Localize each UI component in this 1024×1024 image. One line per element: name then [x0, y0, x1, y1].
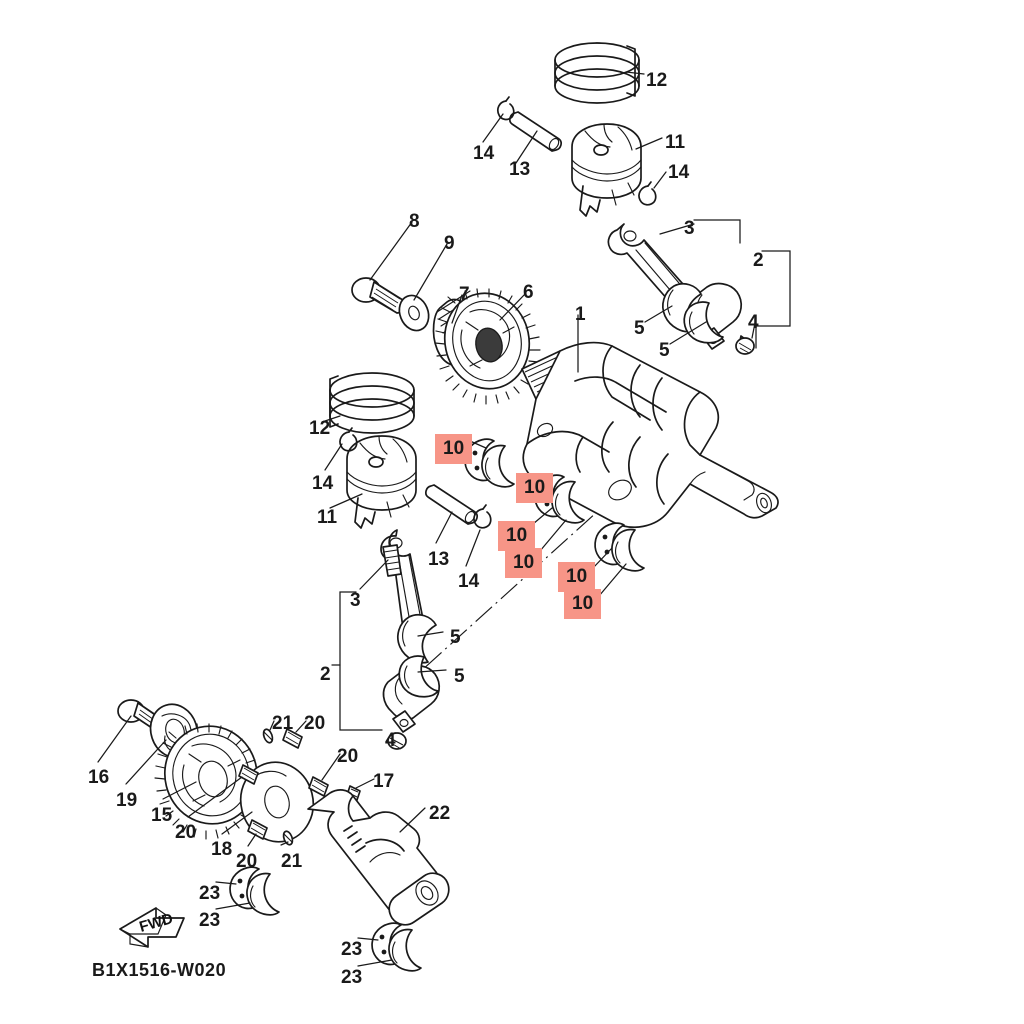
leader-lines: [97, 71, 791, 967]
connecting-rod-lower: [380, 529, 426, 639]
callout-big-end-bearing-lower-a: 5: [450, 627, 461, 648]
callout-crankshaft-journal-bearing-2: 10: [516, 473, 554, 503]
crankshaft-drive-gear: [434, 288, 541, 405]
callout-crankshaft-journal-bearing-3: 10: [498, 521, 536, 551]
balancer-shaft: [307, 789, 450, 926]
callout-crankshaft-journal-bearing-1: 10: [435, 434, 473, 464]
callout-circlip-lower-right: 14: [458, 571, 480, 592]
callout-spring-plate-a: 21: [281, 851, 303, 872]
callout-balancer-bearing-b: 23: [199, 910, 221, 931]
piston-upper: [571, 123, 642, 217]
callout-circlip-upper-left: 14: [473, 143, 495, 164]
callout-bolt-gear: 8: [409, 211, 420, 232]
callout-circlip-lower-left: 14: [312, 473, 334, 494]
spring-plate-a: [282, 830, 294, 846]
callout-woodruff-key: 17: [373, 771, 395, 792]
callout-balancer-bearing-d: 23: [341, 967, 363, 988]
callout-dowel-pin-b: 20: [236, 851, 258, 872]
dowel-pin-a: [238, 764, 259, 785]
big-end-bearing-lower-b: [398, 655, 439, 698]
callout-connecting-rod-upper: 3: [684, 218, 695, 239]
callout-piston-pin-upper: 13: [509, 159, 531, 180]
callout-crankshaft-journal-bearing-6: 10: [564, 589, 602, 619]
crankshaft-journal-bearing-3: [594, 522, 645, 572]
balancer-bearing-b: [246, 872, 280, 916]
callout-dowel-pin-c: 20: [304, 713, 326, 734]
callout-piston-lower: 11: [317, 507, 338, 528]
piston-pin-upper: [509, 111, 562, 152]
callout-big-end-bearing-lower-b: 5: [454, 666, 465, 687]
callout-crankshaft: 1: [575, 304, 586, 325]
callout-balancer-shaft: 22: [429, 803, 451, 824]
spring-plate-b: [262, 728, 274, 744]
callout-circlip-upper-right: 14: [668, 162, 690, 183]
callout-crankshaft-drive-gear: 6: [523, 282, 534, 303]
callout-balancer-weight-plate: 18: [211, 839, 233, 860]
callout-big-end-bearing-upper-b: 5: [659, 340, 670, 361]
callout-bolt-balancer: 16: [88, 767, 110, 788]
callout-connecting-rod-assembly-upper: 2: [753, 250, 764, 271]
callout-washer-balancer: 19: [116, 790, 138, 811]
dowel-pin-b: [247, 819, 268, 840]
dowel-pin-d: [308, 776, 329, 797]
callout-piston-ring-set-lower: 12: [309, 418, 331, 439]
callout-rod-bolt-lower: 4: [385, 730, 396, 751]
callout-piston-ring-set-upper: 12: [646, 70, 668, 91]
callout-connecting-rod-assembly-lower: 2: [320, 664, 331, 685]
callout-dowel-pin-a: 20: [175, 822, 197, 843]
rod-bolt-upper: [735, 335, 755, 355]
diagram-code: B1X1516-W020: [92, 960, 227, 980]
callout-needle-bearing: 7: [459, 284, 470, 305]
piston-ring-set-lower: [329, 372, 415, 434]
callout-crankshaft-journal-bearing-4: 10: [505, 548, 543, 578]
callout-piston-pin-lower: 13: [428, 549, 450, 570]
callout-connecting-rod-lower: 3: [350, 590, 361, 611]
big-end-bearing-lower-a: [397, 614, 437, 664]
balancer-bearing-d: [388, 928, 422, 972]
big-end-bearing-upper-b: [683, 301, 724, 344]
balancer-driven-gear: [154, 723, 261, 840]
callout-big-end-bearing-upper-a: 5: [634, 318, 645, 339]
circlip-upper-right: [638, 181, 657, 206]
callout-crankshaft-journal-bearing-5: 10: [558, 562, 596, 592]
crankshaft-journal-bearing-1: [464, 438, 515, 488]
crankshaft: [521, 341, 779, 529]
piston-lower: [346, 435, 417, 529]
callout-piston-upper: 11: [665, 132, 686, 153]
callout-balancer-bearing-c: 23: [341, 939, 363, 960]
callout-spring-plate-b: 21: [272, 713, 294, 734]
dowel-pin-c: [282, 728, 303, 749]
callout-rod-bolt-upper: 4: [748, 312, 759, 333]
piston-ring-set-upper: [554, 42, 640, 104]
callout-balancer-driven-gear: 15: [151, 805, 173, 826]
circlip-lower-right: [473, 504, 492, 529]
circlip-upper-left: [496, 96, 515, 121]
fwd-direction-arrow: FWD: [119, 907, 185, 948]
callout-washer-gear: 9: [444, 233, 455, 254]
callout-balancer-bearing-a: 23: [199, 883, 221, 904]
rod-bolt-lower: [387, 732, 407, 750]
circlip-lower-left: [339, 427, 358, 452]
piston-pin-lower: [425, 484, 478, 525]
callout-dowel-pin-d: 20: [337, 746, 359, 767]
washer-gear: [398, 294, 430, 332]
